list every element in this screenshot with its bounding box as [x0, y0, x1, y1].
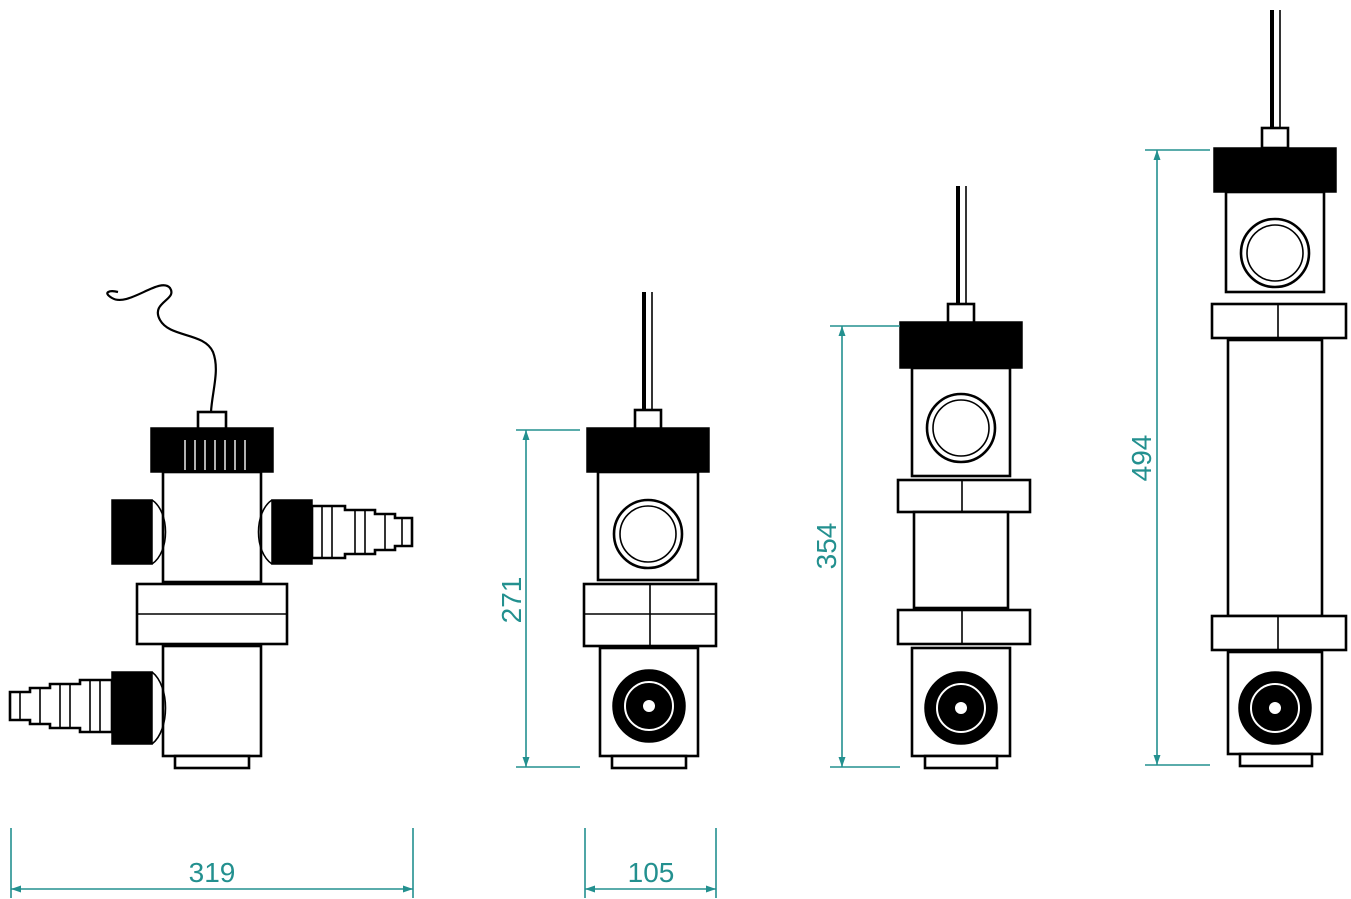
dimension-annotations: 319 105 271 354 494 — [10, 149, 1210, 898]
dimension-height-small: 271 — [496, 429, 580, 768]
power-cable — [106, 284, 217, 413]
union-collar-top — [1210, 302, 1348, 340]
lower-port-nut — [111, 671, 153, 745]
right-port-nut — [271, 499, 313, 565]
upper-body — [161, 470, 263, 584]
dimension-height-large: 494 — [1126, 149, 1210, 766]
cap-knurled — [586, 427, 710, 473]
port-opening — [1239, 217, 1311, 289]
dimension-width-side: 319 — [10, 828, 414, 898]
dimension-label: 319 — [189, 857, 236, 888]
union-collar-bottom — [896, 608, 1032, 646]
cap-knurled — [1213, 147, 1337, 193]
cap-knurled — [150, 427, 274, 473]
port-opening — [612, 498, 684, 570]
middle-tube — [912, 510, 1010, 610]
port-opening — [925, 392, 997, 464]
dimension-label: 494 — [1126, 435, 1157, 482]
dimension-label: 354 — [811, 523, 842, 570]
front-view-large — [1210, 10, 1348, 768]
front-view-small — [582, 292, 718, 770]
front-view-medium — [896, 186, 1032, 770]
lower-body — [161, 644, 263, 758]
dimension-width-front: 105 — [584, 828, 717, 898]
hose-barb-right — [310, 504, 414, 560]
dimension-label: 271 — [496, 577, 527, 624]
union-collar-top — [896, 478, 1032, 514]
side-view-unit — [8, 284, 414, 770]
middle-tube — [1226, 338, 1324, 618]
dimension-label: 105 — [628, 857, 675, 888]
dimension-height-medium: 354 — [811, 325, 900, 768]
left-port-nut — [111, 499, 153, 565]
hose-barb-left — [8, 678, 114, 734]
union-collar-bottom — [1210, 614, 1348, 652]
cap-knurled — [899, 321, 1023, 369]
